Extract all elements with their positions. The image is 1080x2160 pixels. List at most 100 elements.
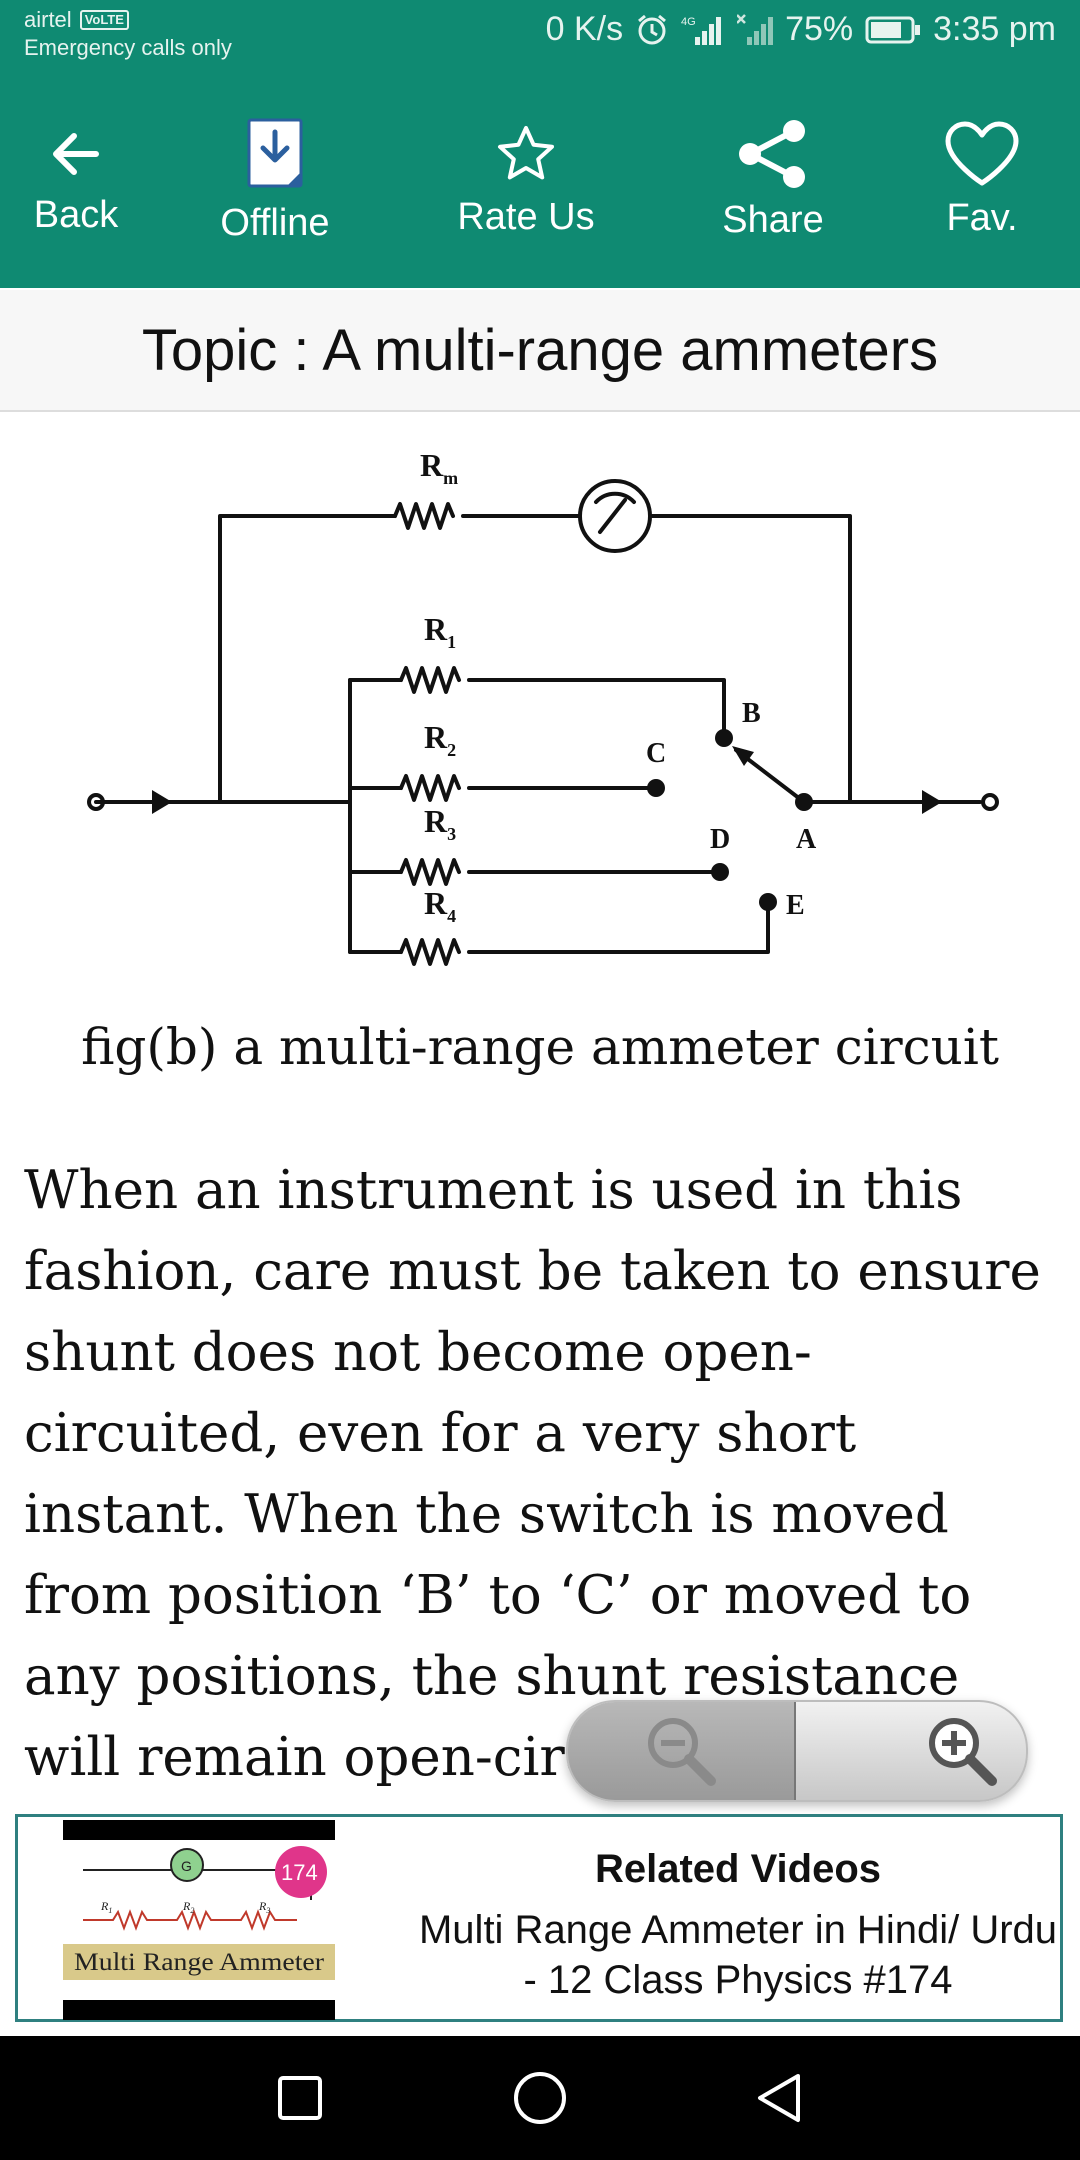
thumb-footer-band [63,1980,335,2000]
thumb-r1-subscript: 1 [108,1906,112,1915]
carrier-row: airtel VoLTE [24,6,232,34]
galvanometer-scale [594,491,636,504]
thumb-r3-letter: R [258,1899,267,1913]
topic-title: Topic : A multi-range ammeters [141,317,939,383]
battery-icon [865,15,921,45]
volte-badge: VoLTE [79,10,129,30]
galvanometer-circle [578,479,652,553]
r1-resistor [399,666,461,694]
contact-a [795,793,813,811]
label-d: D [710,824,730,855]
r4-subscript: 4 [447,906,456,926]
square-nav-icon [276,2074,324,2122]
carrier-name: airtel [24,7,72,32]
fav-label: Fav. [946,196,1018,239]
r1-subscript: 1 [447,632,456,652]
toolbar: Back Offline Rate Us Share Fav. [0,72,1080,288]
offline-download-icon [243,116,307,192]
thumb-r3-subscript: 3 [265,1906,270,1915]
status-right: 0 K/s 4G 75% 3:35 pm [546,10,1056,49]
thumb-badge [275,1846,327,1898]
label-r3: R3 [424,803,456,844]
contact-c [647,779,665,797]
thumb-caption: Multi Range Ammeter [74,1949,325,1976]
related-title: Related Videos [594,1847,882,1891]
status-bar: airtel VoLTE Emergency calls only 0 K/s … [0,0,1080,72]
zoom-out-icon [641,1711,721,1791]
circuit-diagram: Rm R1 R2 R3 R4 B C D A E [87,447,999,966]
alarm-icon [635,13,669,47]
r1-wire-right [467,678,726,740]
thumb-r2-subscript: 2 [190,1906,194,1915]
label-r4: R4 [424,885,456,926]
recent-apps-button[interactable] [260,2058,340,2138]
zoom-out-button[interactable] [568,1702,796,1800]
thumb-r3-label: R3 [258,1899,270,1915]
circuit-figure[interactable]: Rm R1 R2 R3 R4 B C D A E [60,420,1020,980]
home-button[interactable] [500,2058,580,2138]
battery-percent: 75% [785,10,854,48]
signal-icon-sim2 [737,13,774,47]
topic-header: Topic : A multi-range ammeters [0,290,1080,412]
r4-resistor [399,938,461,966]
offline-label: Offline [220,201,330,244]
signal-icon: 4G [681,13,725,47]
heart-icon [944,121,1020,187]
network-type-label: 4G [681,16,696,28]
label-a: A [796,824,817,855]
related-description: Multi Range Ammeter in Hindi/ Urdu - 12 … [418,1908,1058,2002]
thumb-r1-letter: R [100,1899,109,1913]
r4-letter: R [424,885,448,921]
video-thumbnail[interactable]: G 174 R1 R2 R3 Multi Range Ammeter [63,1820,335,2020]
input-arrow [152,790,172,814]
output-terminal [981,793,999,811]
switch-arrowhead [732,746,754,766]
rm-resistor [393,502,455,530]
meter-branch-wire-right [648,514,852,804]
label-r1: R1 [424,611,456,652]
contact-b [715,729,733,747]
thumb-resistor-chain [83,1909,297,1931]
r2-letter: R [424,719,448,755]
thumb-r2-letter: R [182,1899,191,1913]
thumb-r1-label: R1 [100,1899,112,1915]
r4-wire-right [467,904,770,954]
navigation-bar [0,2036,1080,2160]
rate-us-button[interactable]: Rate Us [446,72,606,288]
rm-letter: R [420,447,444,483]
label-r2: R2 [424,719,456,760]
back-nav-button[interactable] [740,2058,820,2138]
back-button[interactable]: Back [18,72,134,288]
rm-subscript: m [443,468,458,488]
thumb-r2-label: R2 [182,1899,194,1915]
contact-e [759,893,777,911]
r1-letter: R [424,611,448,647]
label-b: B [742,698,761,729]
galvanometer-needle [598,498,627,534]
triangle-nav-icon [754,2072,806,2124]
thumb-badge-number: 174 [281,1860,318,1885]
network-speed: 0 K/s [545,10,624,48]
label-e: E [786,890,805,921]
thumbnail-graphic: G 174 R1 R2 R3 Multi Range Ammeter [63,1840,335,2000]
back-label: Back [33,193,119,236]
related-video-card[interactable]: G 174 R1 R2 R3 Multi Range Ammeter Relat… [15,1814,1063,2022]
label-c: C [646,738,666,769]
r3-resistor [399,858,461,886]
fav-button[interactable]: Fav. [932,72,1032,288]
share-label: Share [722,198,824,241]
input-terminal [87,793,105,811]
zoom-in-button[interactable] [798,1702,1026,1800]
output-arrow [922,790,942,814]
r3-subscript: 3 [447,824,456,844]
share-icon [736,119,810,189]
thumb-galvanometer [170,1848,204,1882]
clock: 3:35 pm [933,10,1056,48]
figure-caption: fig(b) a multi-range ammeter circuit [81,1018,999,1076]
contact-d [711,863,729,881]
r2-subscript: 2 [447,740,456,760]
share-button[interactable]: Share [708,72,838,288]
meter-branch-wire-left [218,514,397,804]
r2-resistor [399,774,461,802]
offline-button[interactable]: Offline [200,72,350,288]
